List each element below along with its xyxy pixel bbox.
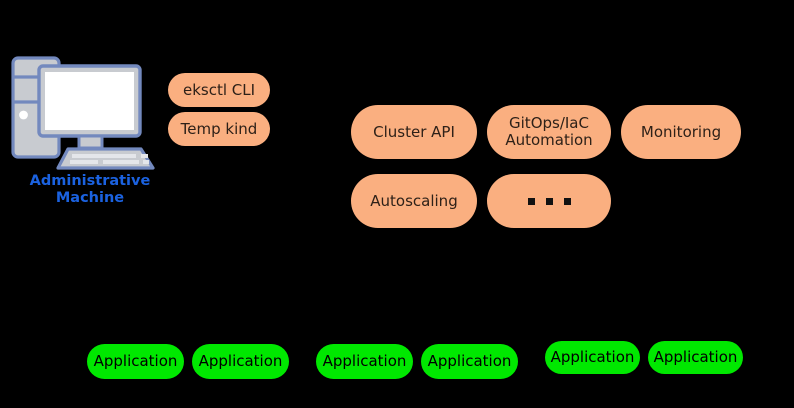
component-pill-monitoring[interactable]: Monitoring	[621, 105, 741, 159]
application-pill[interactable]: Application	[421, 344, 518, 379]
application-pill[interactable]: Application	[87, 344, 184, 379]
desktop-computer-icon	[10, 55, 170, 170]
component-pill-gitops-iac-automation[interactable]: GitOps/IaC Automation	[487, 105, 611, 159]
computer-keyboard-shape	[56, 147, 155, 170]
computer-monitor-shape	[37, 64, 142, 150]
tool-pill-temp-kind[interactable]: Temp kind	[168, 112, 270, 146]
application-pill[interactable]: Application	[545, 341, 640, 374]
application-pill[interactable]: Application	[192, 344, 289, 379]
admin-machine-label: Administrative Machine	[29, 173, 151, 207]
component-pill-autoscaling[interactable]: Autoscaling	[351, 174, 477, 228]
ellipsis-icon	[527, 197, 571, 205]
component-pill-cluster-api[interactable]: Cluster API	[351, 105, 477, 159]
component-pill-more-ellipsis[interactable]	[487, 174, 611, 228]
tool-pill-eksctl-cli[interactable]: eksctl CLI	[168, 73, 270, 107]
application-pill[interactable]: Application	[648, 341, 743, 374]
application-pill[interactable]: Application	[316, 344, 413, 379]
